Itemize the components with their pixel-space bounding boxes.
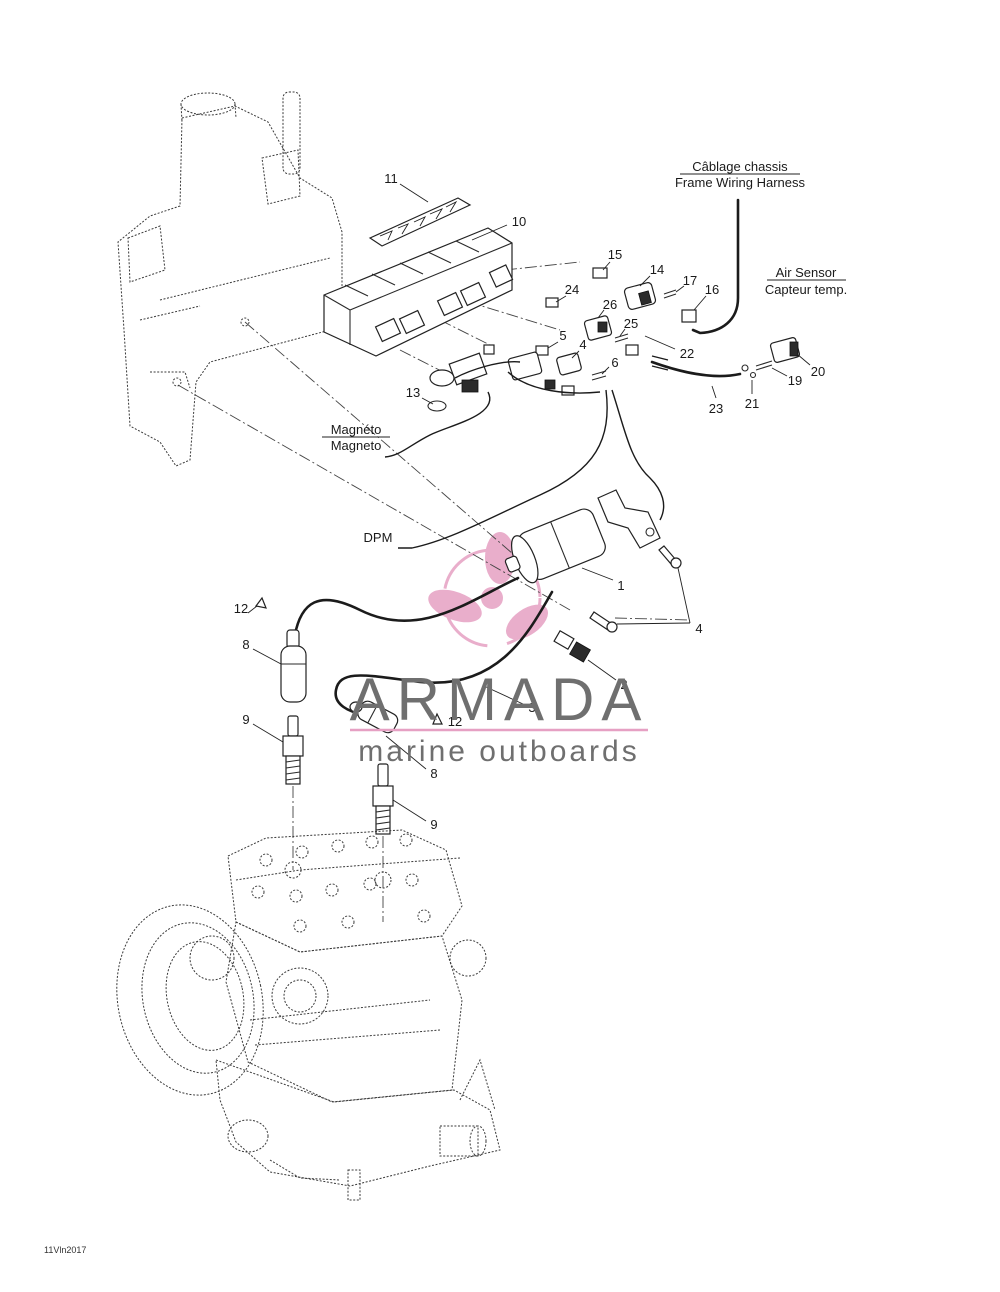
air-sensor-label: Air Sensor Capteur temp.: [765, 265, 847, 297]
seal-5: [535, 345, 549, 356]
decal: [368, 197, 472, 247]
pin-25: [614, 333, 629, 343]
watermark-tagline: marine outboards: [358, 735, 639, 768]
callout-13: 13: [406, 385, 420, 400]
oil-tank: [117, 91, 343, 467]
coil-wire: [611, 389, 665, 521]
callout-11: 11: [384, 171, 398, 186]
spark-plug-wire-2: [334, 590, 554, 716]
callout-20: 20: [811, 364, 825, 379]
callout-numbers: 11 10 15 14 17 16 24 26 25 5 4 22 6 20 1…: [234, 171, 825, 832]
callout-8-left: 8: [242, 637, 249, 652]
ecu-module: [323, 227, 514, 357]
callout-9-left: 9: [242, 712, 249, 727]
frame-harness-fr-text: Câblage chassis: [692, 159, 788, 174]
harness-connectors: [483, 267, 697, 396]
callout-10: 10: [512, 214, 526, 229]
alignment-lines: [177, 261, 691, 621]
head-bolts: [251, 833, 431, 933]
callout-leaders: [247, 183, 811, 822]
dpm-label: DPM: [364, 530, 393, 545]
callout-4-screws: 4: [695, 621, 702, 636]
seal-24: [545, 297, 559, 308]
callout-8-right: 8: [430, 766, 437, 781]
callout-19: 19: [788, 373, 802, 388]
spark-plug-cap-left: [280, 629, 307, 703]
callout-24: 24: [565, 282, 579, 297]
magneto-label: Magnéto Magneto: [322, 422, 390, 453]
magneto-en-text: Magneto: [331, 438, 382, 453]
frame-harness-en-text: Frame Wiring Harness: [675, 175, 806, 190]
frame-wiring-harness-wire: [691, 198, 740, 335]
callout-6: 6: [611, 355, 618, 370]
ignition-coil: [504, 489, 661, 584]
air-sensor-fr-text: Capteur temp.: [765, 282, 847, 297]
callout-16: 16: [705, 282, 719, 297]
terminal-nut-left: [254, 596, 267, 609]
wiring: [292, 198, 742, 716]
callout-12-right: 12: [448, 714, 462, 729]
callout-12-left: 12: [234, 601, 248, 616]
air-sensor-en-text: Air Sensor: [776, 265, 837, 280]
magneto-connector: [427, 352, 488, 412]
air-sensor-wire: [650, 360, 742, 378]
callout-17: 17: [683, 273, 697, 288]
callout-9-right: 9: [430, 817, 437, 832]
connector-15: [592, 267, 608, 279]
coil-screws: [589, 545, 682, 633]
callout-1: 1: [617, 578, 624, 593]
callout-14: 14: [650, 262, 664, 277]
pin-17: [663, 289, 677, 299]
terminal-nut-right: [432, 712, 443, 725]
callout-22: 22: [680, 346, 694, 361]
spark-plug-cap-right: [349, 700, 399, 734]
watermark-brand: ARMADA: [350, 666, 649, 733]
callout-3: 3: [528, 700, 535, 715]
callout-26: 26: [603, 297, 617, 312]
pin-6: [591, 370, 607, 381]
callout-23: 23: [709, 401, 723, 416]
seal-16: [681, 309, 697, 323]
callout-5: 5: [559, 328, 566, 343]
air-temperature-sensor: [741, 337, 801, 379]
callout-4-connector: 4: [579, 337, 586, 352]
callout-21: 21: [745, 396, 759, 411]
magneto-wire: [384, 391, 491, 458]
diagram-code: 11Vln2017: [44, 1245, 86, 1255]
callout-15: 15: [608, 247, 622, 262]
magneto-fr-text: Magnéto: [331, 422, 382, 437]
wire-connector: [553, 629, 591, 663]
spark-plug-left: [282, 715, 304, 785]
watermark: ARMADA marine outboards: [350, 666, 649, 768]
frame-wiring-harness-label: Câblage chassis Frame Wiring Harness: [675, 159, 806, 190]
callout-25: 25: [624, 316, 638, 331]
dpm-wire: [398, 389, 608, 549]
engine: [116, 786, 501, 1201]
connector-4: [507, 351, 543, 381]
spark-plug-right: [372, 763, 394, 835]
seal-25: [625, 344, 639, 356]
spark-plug-wire-1: [292, 576, 520, 642]
callout-2: 2: [620, 677, 627, 692]
